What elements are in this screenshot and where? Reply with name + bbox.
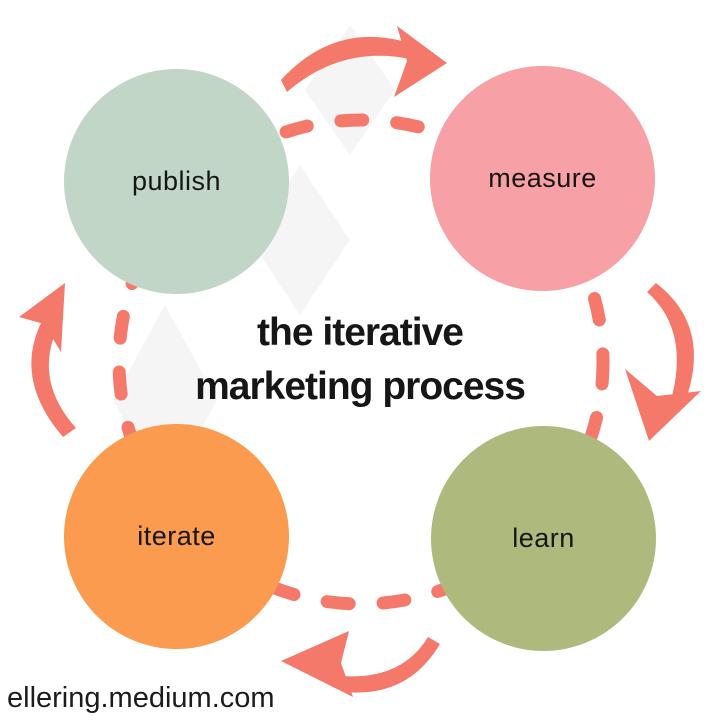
arrow-publish-to-measure-icon bbox=[281, 26, 447, 97]
step-label-measure: measure bbox=[488, 163, 597, 193]
diamond-shape bbox=[305, 25, 395, 155]
arrow-top-body bbox=[281, 36, 409, 92]
arrow-top-head bbox=[394, 26, 447, 97]
watermark-url: ellering.medium.com bbox=[7, 682, 275, 714]
step-circle-measure: measure bbox=[430, 66, 655, 291]
arrow-bottom-body bbox=[342, 637, 440, 693]
step-circle-publish: publish bbox=[64, 69, 289, 294]
step-circle-learn: learn bbox=[431, 426, 656, 651]
diagram-title-line-2: marketing process bbox=[195, 365, 526, 408]
arrow-learn-to-iterate-icon bbox=[281, 631, 440, 697]
diagram-title: the iterative marketing process bbox=[0, 306, 720, 414]
step-label-publish: publish bbox=[131, 166, 222, 196]
step-circle-iterate: iterate bbox=[64, 424, 289, 649]
diagram-title-line-1: the iterative bbox=[257, 311, 464, 354]
step-label-iterate: iterate bbox=[137, 521, 216, 551]
arrow-bottom-head bbox=[281, 631, 353, 697]
step-label-learn: learn bbox=[512, 523, 575, 553]
